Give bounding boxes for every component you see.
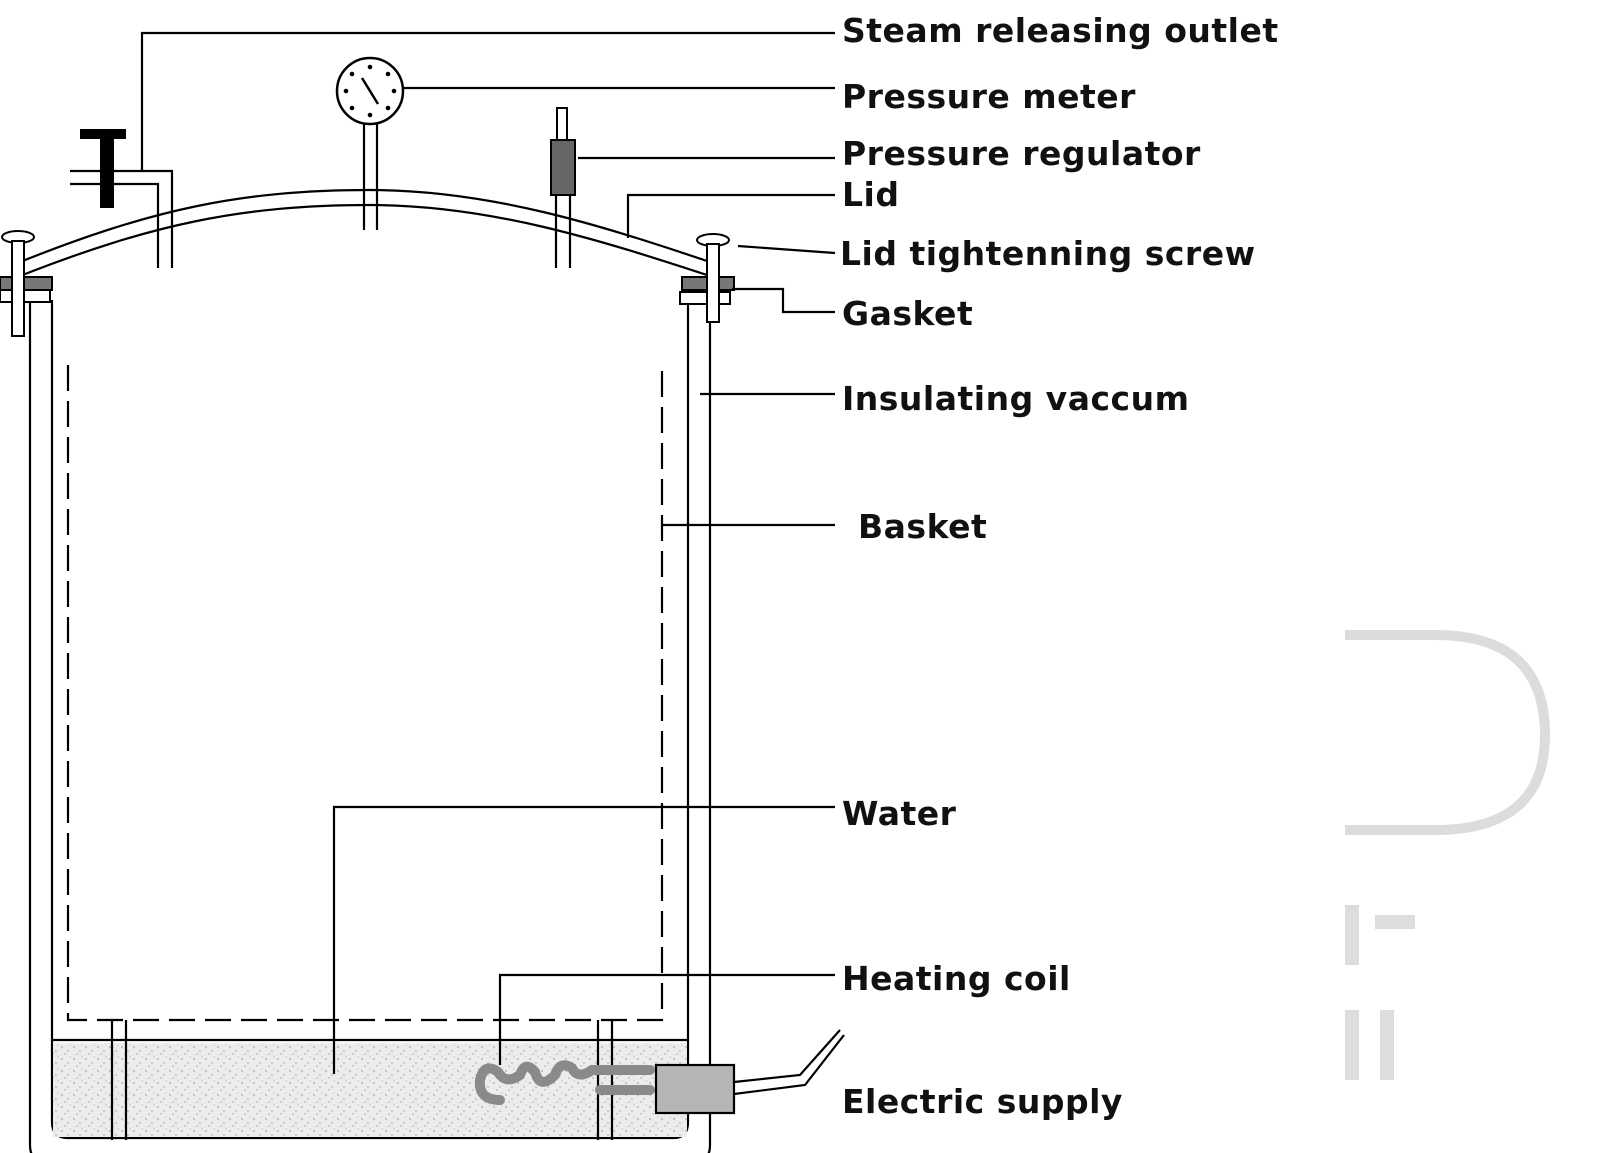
label-pressure-meter: Pressure meter: [842, 77, 1136, 116]
label-steam-outlet: Steam releasing outlet: [842, 11, 1279, 50]
label-heating-coil: Heating coil: [842, 959, 1071, 998]
label-lid-screw: Lid tightenning screw: [840, 234, 1256, 273]
label-basket: Basket: [858, 507, 987, 546]
label-water: Water: [842, 794, 957, 833]
label-electric-supply: Electric supply: [842, 1082, 1123, 1121]
heating-coil: [474, 1060, 655, 1105]
lid: [19, 188, 711, 278]
lid-screw-right: [696, 233, 730, 323]
electric-supply-box: [654, 1029, 845, 1115]
leader-lines: [140, 31, 836, 1074]
basket: [66, 365, 664, 1140]
pressure-meter: [335, 56, 405, 230]
watermark-text: [1345, 905, 1415, 1080]
gasket: [0, 276, 735, 305]
label-pressure-regulator: Pressure regulator: [842, 134, 1201, 173]
label-insulating-vacuum: Insulating vaccum: [842, 379, 1189, 418]
pressure-regulator: [550, 107, 576, 268]
watermark: [1345, 630, 1551, 835]
lid-screw-left: [1, 230, 35, 337]
label-gasket: Gasket: [842, 294, 973, 333]
vessel: [28, 300, 712, 1153]
label-lid: Lid: [842, 175, 899, 214]
steam-outlet: [70, 129, 174, 268]
water: [53, 1043, 687, 1137]
